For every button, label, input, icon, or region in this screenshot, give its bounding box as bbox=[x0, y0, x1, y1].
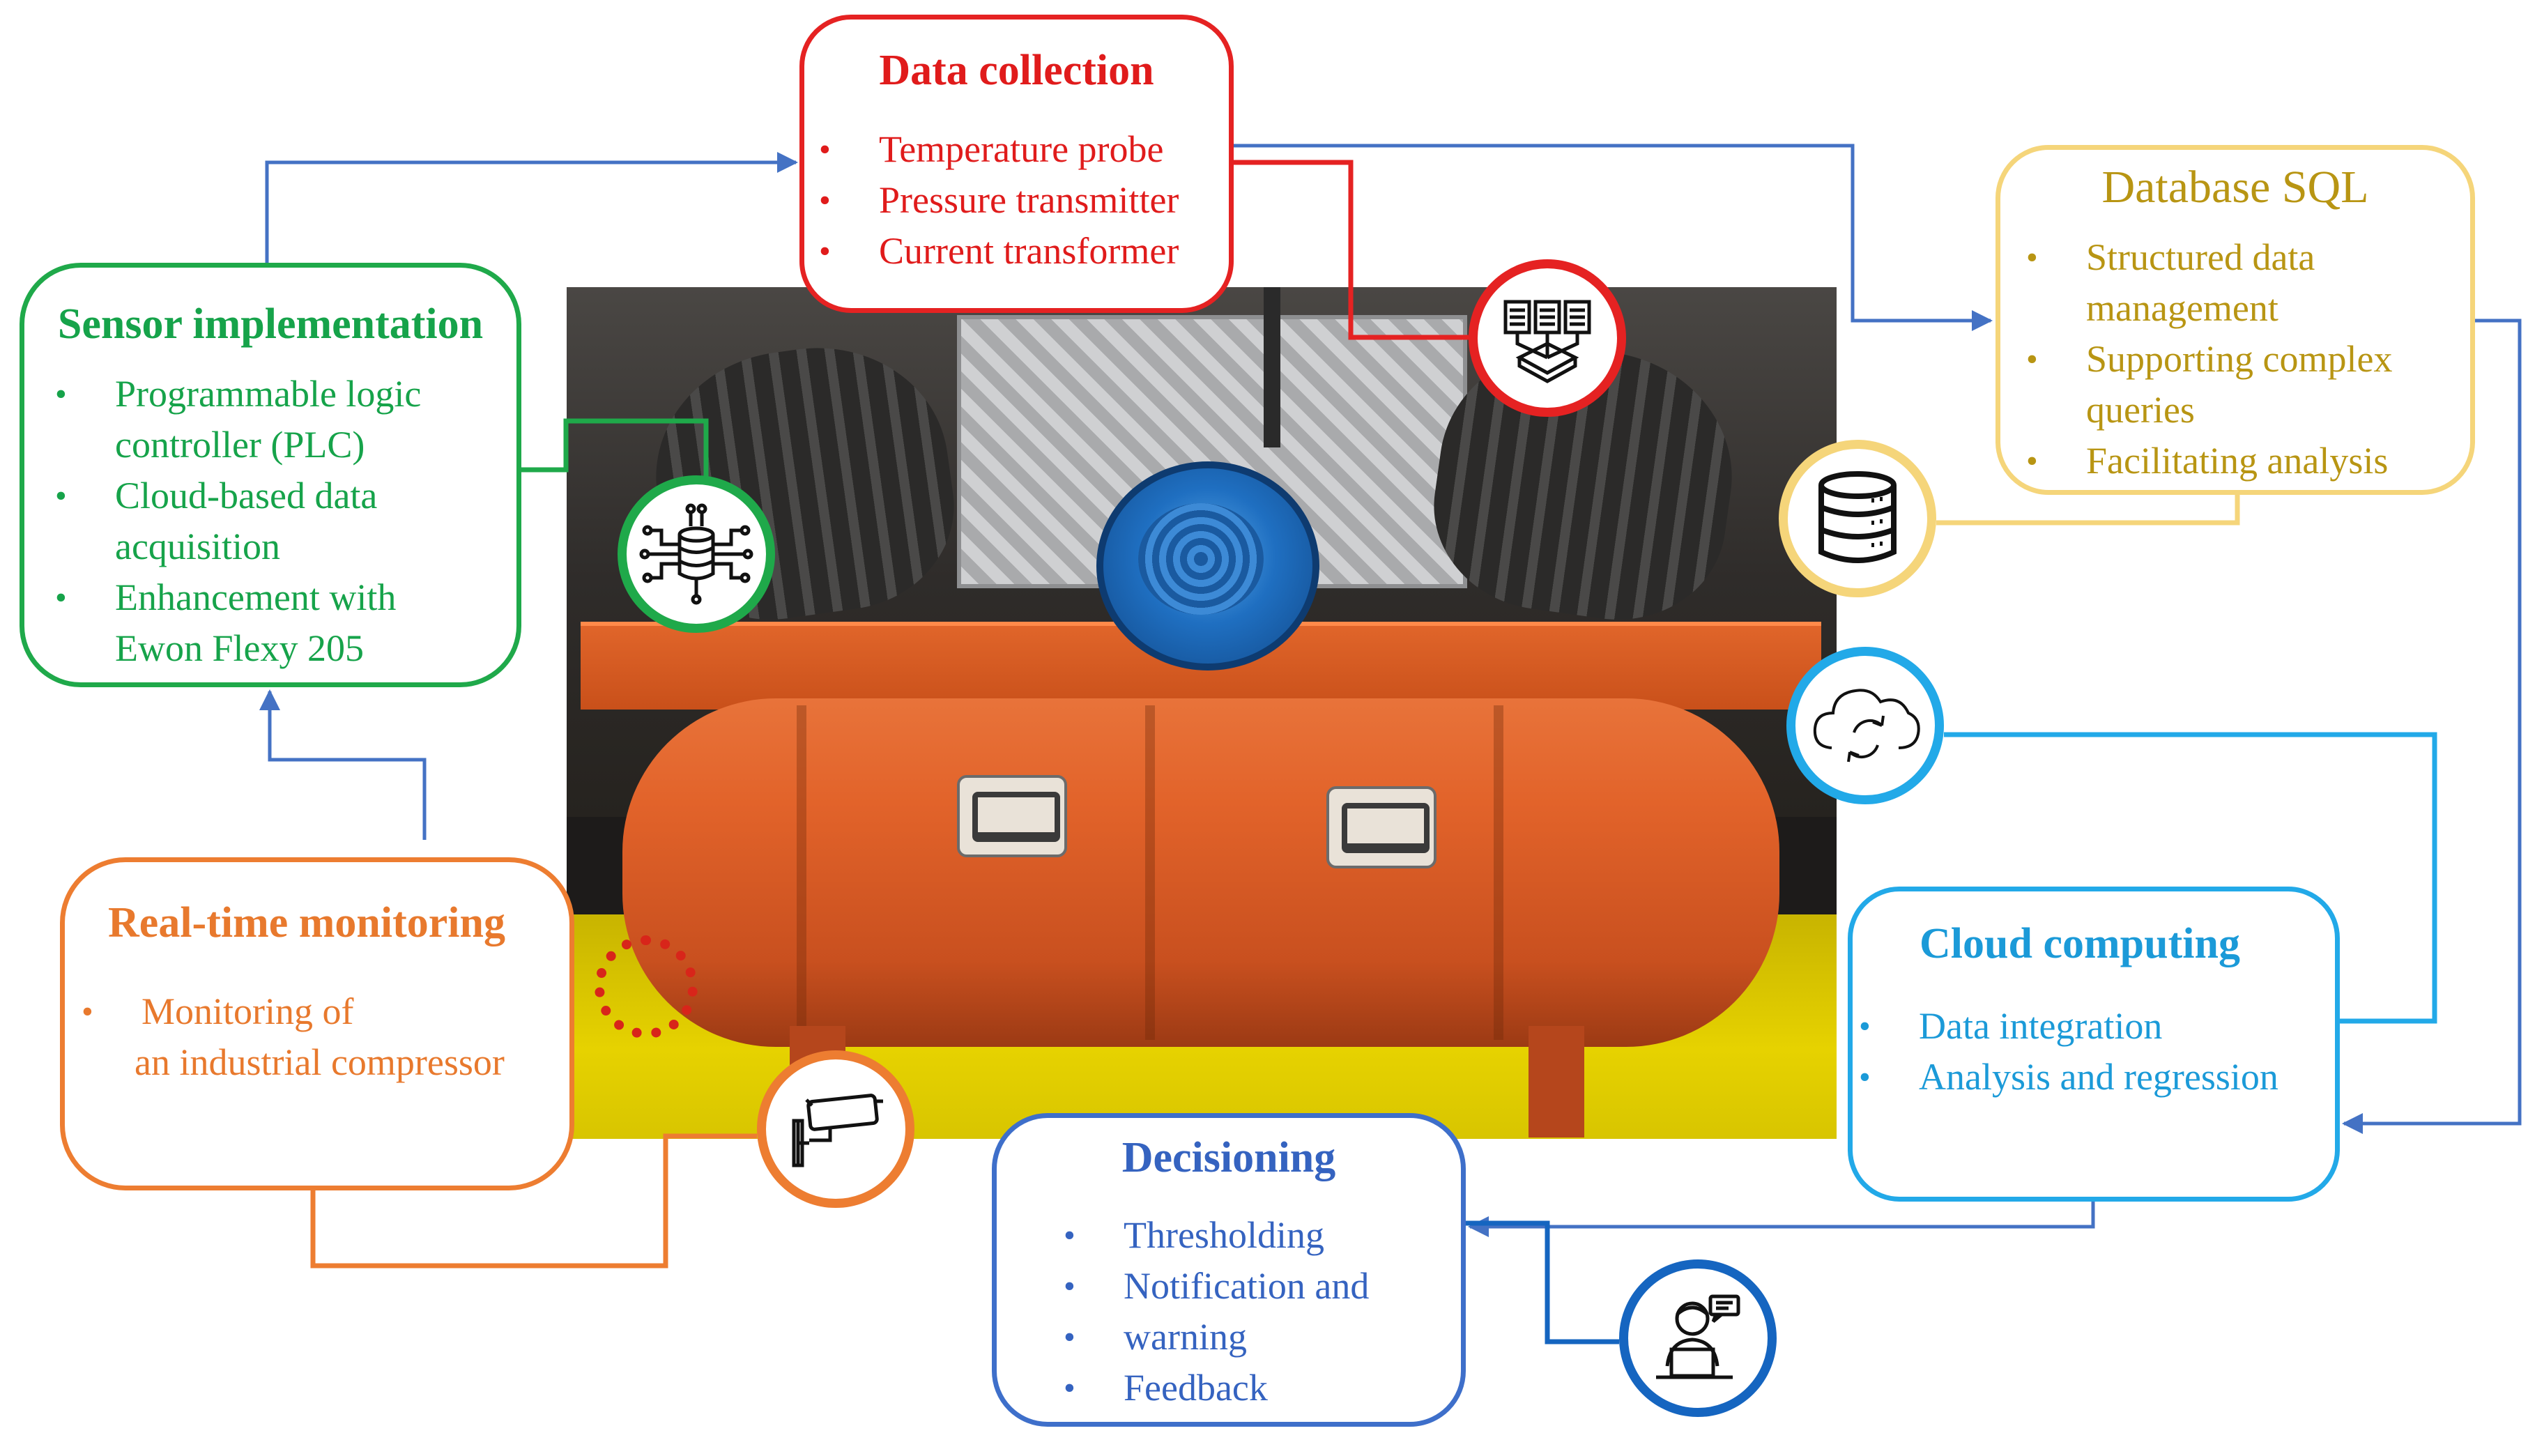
decisioning-title: Decisioning bbox=[1121, 1134, 1336, 1181]
photo-hose bbox=[595, 935, 698, 1039]
list-item: acquisition bbox=[115, 526, 280, 567]
photo-logo-right bbox=[1326, 786, 1437, 868]
list-item: Thresholding bbox=[1064, 1210, 1369, 1261]
list-item: controller (PLC) bbox=[115, 424, 365, 466]
list-item: Temperature probe bbox=[819, 124, 1179, 175]
list-item: Programmable logic bbox=[55, 369, 421, 420]
photo-leg bbox=[1529, 1026, 1584, 1137]
cloud-sync-icon bbox=[1786, 647, 1944, 804]
list-item: Cloud-based data bbox=[55, 470, 421, 521]
database-sql-title: Database SQL bbox=[2101, 162, 2369, 213]
person-laptop-icon bbox=[1619, 1259, 1777, 1417]
security-camera-icon bbox=[757, 1050, 914, 1208]
list-item: Notification and bbox=[1064, 1261, 1370, 1312]
data-collection-list: Temperature probe Pressure transmitter C… bbox=[819, 124, 1179, 277]
list-item: Ewon Flexy 205 bbox=[115, 627, 364, 669]
data-collection-box: Data collection Temperature probe Pressu… bbox=[799, 15, 1234, 313]
list-item: warning bbox=[1064, 1312, 1369, 1363]
arrow-sensor-to-data bbox=[265, 152, 798, 263]
data-collection-title: Data collection bbox=[879, 47, 1154, 94]
photo-tank-seam bbox=[797, 705, 806, 1040]
compressor-photo bbox=[567, 287, 1837, 1139]
real-time-monitoring-title: Real-time monitoring bbox=[108, 899, 505, 947]
list-item: management bbox=[2086, 287, 2278, 329]
photo-logo-left bbox=[957, 775, 1067, 857]
photo-tank-seam bbox=[1494, 705, 1503, 1040]
real-time-monitoring-list: Monitoring of an industrial compressor bbox=[82, 986, 505, 1088]
photo-tank-seam bbox=[1145, 705, 1155, 1040]
photo-motor-grille bbox=[1138, 503, 1264, 615]
list-item: Structured data bbox=[2026, 232, 2392, 283]
list-item: Facilitating analysis bbox=[2026, 436, 2392, 486]
sensor-implementation-box: Sensor implementation Programmable logic… bbox=[20, 263, 521, 687]
database-sql-box: Database SQL Structured data management … bbox=[1995, 145, 2475, 495]
list-item: queries bbox=[2086, 389, 2195, 431]
photo-pipe bbox=[1264, 287, 1280, 447]
list-item: Data integration bbox=[1859, 1001, 2278, 1052]
cloud-computing-title: Cloud computing bbox=[1920, 920, 2240, 967]
sensor-implementation-list: Programmable logic controller (PLC) Clou… bbox=[55, 369, 421, 674]
photo-tank bbox=[622, 698, 1779, 1047]
database-stack-icon bbox=[1779, 440, 1936, 597]
sensor-implementation-title: Sensor implementation bbox=[57, 300, 484, 348]
database-network-icon bbox=[618, 475, 775, 633]
list-item: Monitoring of bbox=[82, 986, 505, 1037]
documents-collection-icon bbox=[1469, 259, 1626, 417]
cloud-computing-box: Cloud computing Data integration Analysi… bbox=[1848, 887, 2340, 1202]
arrow-real-to-sensor bbox=[259, 689, 427, 840]
list-item: Enhancement with bbox=[55, 572, 421, 623]
arrow-cloud-to-dec bbox=[1468, 1202, 2095, 1237]
database-sql-list: Structured data management Supporting co… bbox=[2026, 232, 2393, 486]
line-dec-to-person-icon bbox=[1466, 1220, 1619, 1344]
list-item: Feedback bbox=[1064, 1363, 1369, 1413]
cloud-computing-list: Data integration Analysis and regression bbox=[1859, 1001, 2278, 1103]
list-item: Current transformer bbox=[819, 226, 1179, 277]
list-item: Pressure transmitter bbox=[819, 175, 1179, 226]
list-item: Supporting complex bbox=[2026, 334, 2393, 385]
line-db-to-icon bbox=[1936, 495, 2240, 526]
list-item: Analysis and regression bbox=[1859, 1052, 2278, 1103]
list-item: an industrial compressor bbox=[135, 1041, 505, 1083]
real-time-monitoring-box: Real-time monitoring Monitoring of an in… bbox=[60, 857, 574, 1190]
decisioning-box: Decisioning Thresholding Notification an… bbox=[992, 1113, 1466, 1427]
decisioning-list: Thresholding Notification and warning Fe… bbox=[1064, 1210, 1370, 1413]
